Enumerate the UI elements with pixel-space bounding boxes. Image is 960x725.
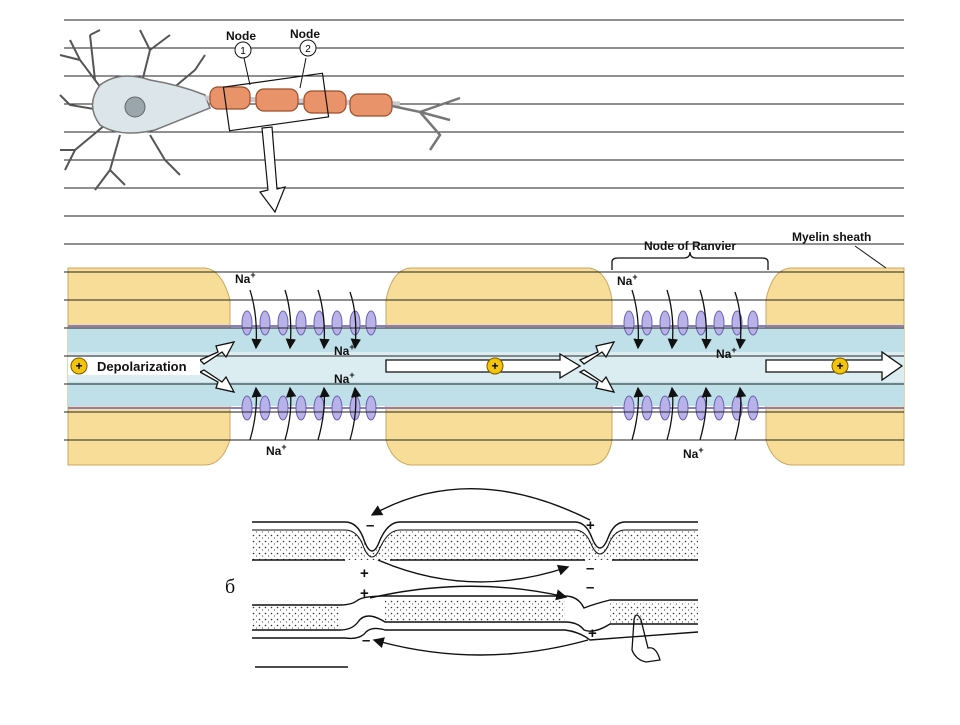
axon-membranes: [68, 325, 904, 409]
na-charge: +: [281, 442, 286, 452]
upper-plus-bottom-left: +: [360, 565, 369, 582]
node-1-badge: [234, 41, 252, 59]
myelin-sheath-label: Myelin sheath: [792, 230, 871, 244]
plus-marker-right-text: +: [836, 359, 843, 373]
na-influx-arrows-node-1: [249, 289, 362, 441]
lower-fibre-bottom-current-arc: [372, 637, 589, 656]
neuron-illustration: Node 1 Node 2: [59, 27, 461, 214]
plus-marker-right: [831, 357, 849, 375]
upper-minus-bottom-right: –: [586, 560, 594, 577]
na-labels: Na+ Na+ Na+ Na+ Na+ Na+ Na+: [235, 270, 737, 461]
na-charge: +: [731, 345, 736, 355]
svg-text:Na+: Na+: [235, 270, 256, 286]
node-of-ranvier-bracket: [611, 251, 769, 270]
upper-fibre-inner-outline: [252, 529, 698, 558]
node-1-number: 1: [240, 46, 246, 57]
ruled-lines: [64, 19, 904, 245]
soma: [91, 75, 211, 134]
myelin-sheath-pointer: [854, 245, 887, 269]
na-label: Na: [617, 274, 633, 288]
node-1-pointer: [243, 57, 251, 86]
axon-detail: + Depolarization + + Na+ Na+ Na+ Na+ Na+…: [64, 230, 905, 466]
lower-fibre-myelin-left: [252, 605, 340, 630]
lower-fibre-middle-outline: [252, 615, 698, 632]
lower-fibre-bottom-outline: [252, 627, 699, 641]
na-label: Na: [334, 344, 350, 358]
axon-terminal: [391, 96, 461, 151]
depolarization-label: Depolarization: [97, 359, 187, 374]
svg-text:Na+: Na+: [716, 345, 737, 361]
plus-marker-middle-text: +: [491, 359, 498, 373]
lower-minus-bottom-left: –: [362, 632, 370, 649]
svg-text:Na+: Na+: [334, 370, 355, 386]
svg-text:Na+: Na+: [334, 342, 355, 358]
lower-fibre-top-outline: [252, 595, 698, 609]
panel-letter: б: [225, 576, 235, 598]
upper-minus-left: –: [366, 517, 374, 534]
na-label: Na: [683, 447, 699, 461]
depolarization-label-bg: [68, 357, 200, 375]
upper-fibre-top-current-arc: [370, 488, 591, 521]
upper-fibre-top-outline: [252, 521, 698, 552]
na-charge: +: [698, 445, 703, 455]
na-label: Na: [266, 444, 282, 458]
na-charge: +: [349, 370, 354, 380]
dendrites: [59, 29, 206, 191]
lower-plus-left: +: [360, 585, 369, 602]
upper-fibre-bottom-current-arc: [377, 559, 570, 583]
node-1-label: Node: [226, 29, 256, 43]
node-of-ranvier-label: Node of Ranvier: [644, 239, 736, 253]
pointing-hand-icon: [631, 614, 661, 663]
svg-text:Na+: Na+: [266, 442, 287, 458]
na-charge: +: [632, 272, 637, 282]
zoom-down-arrow: [258, 126, 286, 214]
lower-minus-right: –: [586, 579, 594, 596]
nucleus: [124, 96, 146, 118]
na-label: Na: [235, 272, 251, 286]
na-label: Na: [334, 372, 350, 386]
lower-plus-bottom-right: +: [588, 625, 597, 642]
na-charge: +: [250, 270, 255, 280]
node-2-badge: [299, 39, 317, 57]
svg-text:Na+: Na+: [617, 272, 638, 288]
upper-fibre: [252, 521, 698, 561]
lower-fibre-myelin-right: [610, 602, 698, 624]
node-2-pointer: [299, 57, 307, 89]
na-label: Na: [716, 347, 732, 361]
plus-marker-left-text: +: [75, 359, 82, 373]
lower-fibre-myelin-middle: [385, 600, 565, 622]
myelin-segments: [209, 86, 393, 117]
plus-marker-left: [70, 357, 88, 375]
na-charge: +: [349, 342, 354, 352]
plus-marker-middle: [486, 357, 504, 375]
na-influx-arrows-node-2: [631, 289, 747, 441]
node-2-number: 2: [305, 44, 311, 55]
lower-fibre: [252, 595, 699, 641]
upper-plus-right: +: [586, 517, 595, 534]
upper-fibre-myelin: [252, 530, 698, 560]
ruled-lines-mid: [64, 271, 904, 441]
lower-panel: – + + – б + – – +: [225, 488, 699, 668]
lower-fibre-top-current-arc: [369, 585, 568, 601]
svg-text:Na+: Na+: [683, 445, 704, 461]
ion-channels-node-1: [241, 310, 377, 421]
node-2-label: Node: [290, 27, 320, 41]
zoom-box: [222, 72, 330, 132]
